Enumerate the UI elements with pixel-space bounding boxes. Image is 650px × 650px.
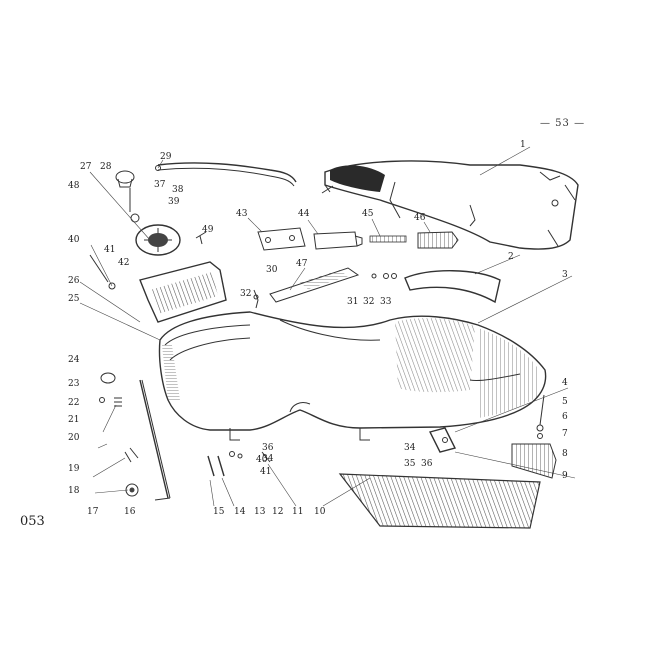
callout-4: 4 (562, 378, 568, 388)
part-8-footrest (511, 443, 557, 479)
part-10-floor-mat (338, 473, 541, 529)
callout-19: 19 (68, 464, 80, 474)
callout-48: 48 (68, 181, 80, 191)
part-9-bracket (428, 427, 457, 453)
callout-13: 13 (254, 507, 266, 517)
callout-34b: 34 (262, 454, 274, 464)
callout-49: 49 (202, 225, 214, 235)
callout-41b: 41 (260, 467, 271, 477)
callout-39: 39 (168, 197, 180, 207)
callout-34: 34 (404, 443, 416, 453)
callout-30: 30 (266, 265, 278, 275)
leader-lines (79, 146, 576, 507)
callout-31: 31 (347, 297, 358, 307)
callout-20: 20 (68, 433, 80, 443)
callout-21: 21 (68, 415, 79, 425)
callout-36b: 36 (262, 443, 274, 453)
callout-labels: 1 2 3 4 5 6 7 8 9 10 11 12 13 14 15 16 1… (68, 140, 568, 517)
callout-15: 15 (213, 507, 225, 517)
part-47-plate (269, 267, 360, 303)
callout-40: 40 (68, 235, 80, 245)
callout-16: 16 (124, 507, 136, 517)
part-22-screw (99, 397, 105, 403)
part-16-rod (139, 379, 171, 499)
part-17-mount (125, 483, 171, 501)
callout-3: 3 (562, 270, 568, 280)
part-48-lamp (135, 224, 181, 256)
part-2-fender (404, 270, 501, 304)
part-31-33-fasteners (371, 273, 397, 279)
callout-40b: 40 (256, 455, 268, 465)
figure-number: 053 (20, 514, 45, 529)
callout-1: 1 (520, 140, 526, 150)
part-28-cap (115, 170, 135, 188)
callout-14: 14 (234, 507, 246, 517)
callout-23: 23 (68, 379, 80, 389)
part-24-knob (100, 372, 116, 384)
part-19-pin (124, 447, 139, 463)
callout-25: 25 (68, 294, 80, 304)
callout-33: 33 (380, 297, 392, 307)
part-26-windscreen (139, 261, 227, 323)
callout-6: 6 (562, 412, 568, 422)
callout-22: 22 (68, 398, 79, 408)
part-21-spring (114, 397, 122, 407)
callout-41: 41 (104, 245, 115, 255)
callout-26: 26 (68, 276, 80, 286)
callout-42: 42 (118, 258, 129, 268)
part-38-washer (130, 213, 140, 223)
callout-5: 5 (562, 397, 568, 407)
callout-45: 45 (362, 209, 374, 219)
callout-10: 10 (314, 507, 326, 517)
callout-38: 38 (172, 185, 184, 195)
callout-29: 29 (160, 152, 172, 162)
callout-47: 47 (296, 259, 308, 269)
callout-35: 35 (404, 459, 416, 469)
callout-7: 7 (562, 429, 568, 439)
callout-8: 8 (562, 449, 568, 459)
part-44-block (313, 231, 363, 250)
part-3-sidecar-body (158, 311, 547, 441)
part-49-pin (195, 231, 207, 245)
part-30-clip (253, 289, 259, 309)
callout-46: 46 (414, 213, 426, 223)
callout-36: 36 (421, 459, 433, 469)
callout-43: 43 (236, 209, 248, 219)
callout-18: 18 (68, 486, 80, 496)
callout-17: 17 (87, 507, 99, 517)
callout-32b: 32 (240, 289, 251, 299)
callout-37: 37 (154, 180, 166, 190)
part-15-lever (207, 455, 225, 477)
part-45-strip (369, 235, 407, 243)
callout-28: 28 (100, 162, 112, 172)
callout-12: 12 (272, 507, 283, 517)
part-tonneau-cover (321, 160, 579, 250)
part-5-bolt (536, 394, 545, 439)
part-12-14-pins (229, 451, 271, 463)
part-46-handle (417, 231, 459, 249)
page-number: — 53 — (540, 118, 586, 129)
callout-32: 32 (363, 297, 374, 307)
callout-9: 9 (562, 471, 568, 481)
callout-11: 11 (292, 507, 303, 517)
callout-44: 44 (298, 209, 310, 219)
part-40-bolt (89, 254, 116, 290)
callout-2: 2 (508, 252, 514, 262)
part-29-rod (155, 162, 297, 187)
part-43-bracket (257, 227, 306, 251)
callout-27: 27 (80, 162, 92, 172)
callout-24: 24 (68, 355, 80, 365)
